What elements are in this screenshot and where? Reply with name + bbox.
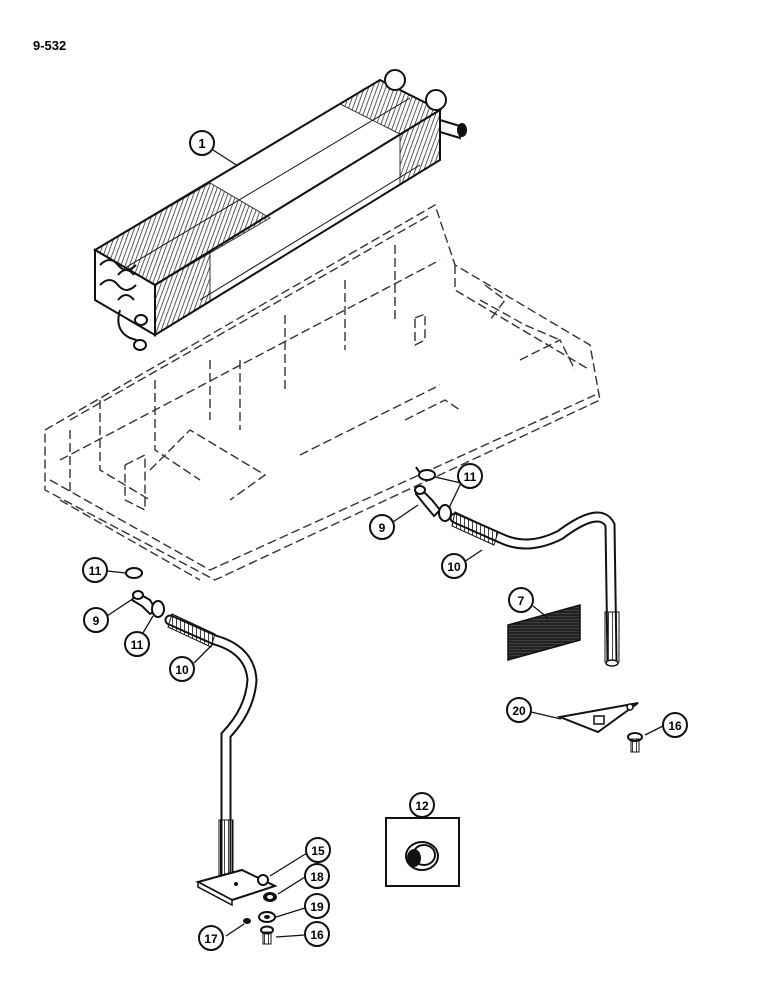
svg-text:9: 9 bbox=[93, 614, 100, 628]
hose-bracket-left bbox=[195, 868, 278, 907]
callout-17: 17 bbox=[198, 925, 224, 951]
callout-15: 15 bbox=[305, 837, 331, 863]
screw-bottom bbox=[260, 925, 274, 945]
svg-text:10: 10 bbox=[447, 560, 461, 574]
svg-text:15: 15 bbox=[311, 844, 325, 858]
callout-1: 1 bbox=[189, 130, 215, 156]
evaporator-core bbox=[93, 69, 467, 351]
hose-bracket-right bbox=[556, 702, 639, 734]
callout-16-right: 16 bbox=[662, 712, 688, 738]
callout-19: 19 bbox=[304, 893, 330, 919]
grommet-inset bbox=[385, 817, 460, 887]
washer-lower bbox=[258, 911, 276, 923]
svg-text:16: 16 bbox=[668, 719, 682, 733]
svg-text:17: 17 bbox=[204, 932, 218, 946]
svg-text:12: 12 bbox=[415, 799, 429, 813]
hose-clamp-right-lower bbox=[438, 504, 452, 522]
decal bbox=[507, 604, 581, 661]
svg-text:11: 11 bbox=[464, 470, 477, 484]
hose-clamp-left-upper bbox=[125, 567, 143, 579]
evaporator-housing-phantom bbox=[44, 203, 601, 581]
drain-hose-right bbox=[449, 511, 620, 667]
svg-text:19: 19 bbox=[310, 900, 324, 914]
callout-7: 7 bbox=[508, 587, 534, 613]
elbow-fitting-right bbox=[414, 485, 442, 518]
nut-bottom bbox=[243, 918, 251, 924]
washer-upper bbox=[263, 892, 277, 902]
hose-clamp-left-lower bbox=[151, 600, 165, 618]
svg-text:11: 11 bbox=[131, 638, 144, 652]
hose-clamp-right-upper bbox=[415, 466, 436, 481]
callout-12: 12 bbox=[409, 792, 435, 818]
svg-text:1: 1 bbox=[198, 136, 205, 151]
callout-11-left-lower: 11 bbox=[124, 631, 150, 657]
callout-20: 20 bbox=[506, 697, 532, 723]
callout-10-left: 10 bbox=[169, 656, 195, 682]
callout-11-right: 11 bbox=[457, 463, 483, 489]
screw-right bbox=[627, 732, 643, 753]
callout-11-left-upper: 11 bbox=[82, 557, 108, 583]
page-number: 9-532 bbox=[33, 38, 67, 53]
svg-text:16: 16 bbox=[310, 928, 324, 942]
svg-text:7: 7 bbox=[518, 594, 525, 608]
svg-text:20: 20 bbox=[512, 704, 526, 718]
svg-text:11: 11 bbox=[89, 564, 102, 578]
callout-10-right: 10 bbox=[441, 553, 467, 579]
callout-18: 18 bbox=[304, 863, 330, 889]
svg-text:9: 9 bbox=[379, 521, 386, 535]
callout-16-bottom: 16 bbox=[304, 921, 330, 947]
drain-hose-left bbox=[164, 613, 258, 884]
svg-text:18: 18 bbox=[310, 870, 324, 884]
svg-text:10: 10 bbox=[175, 663, 189, 677]
callout-9-right: 9 bbox=[369, 514, 395, 540]
callout-9-left: 9 bbox=[83, 607, 109, 633]
elbow-fitting-left bbox=[130, 590, 158, 616]
